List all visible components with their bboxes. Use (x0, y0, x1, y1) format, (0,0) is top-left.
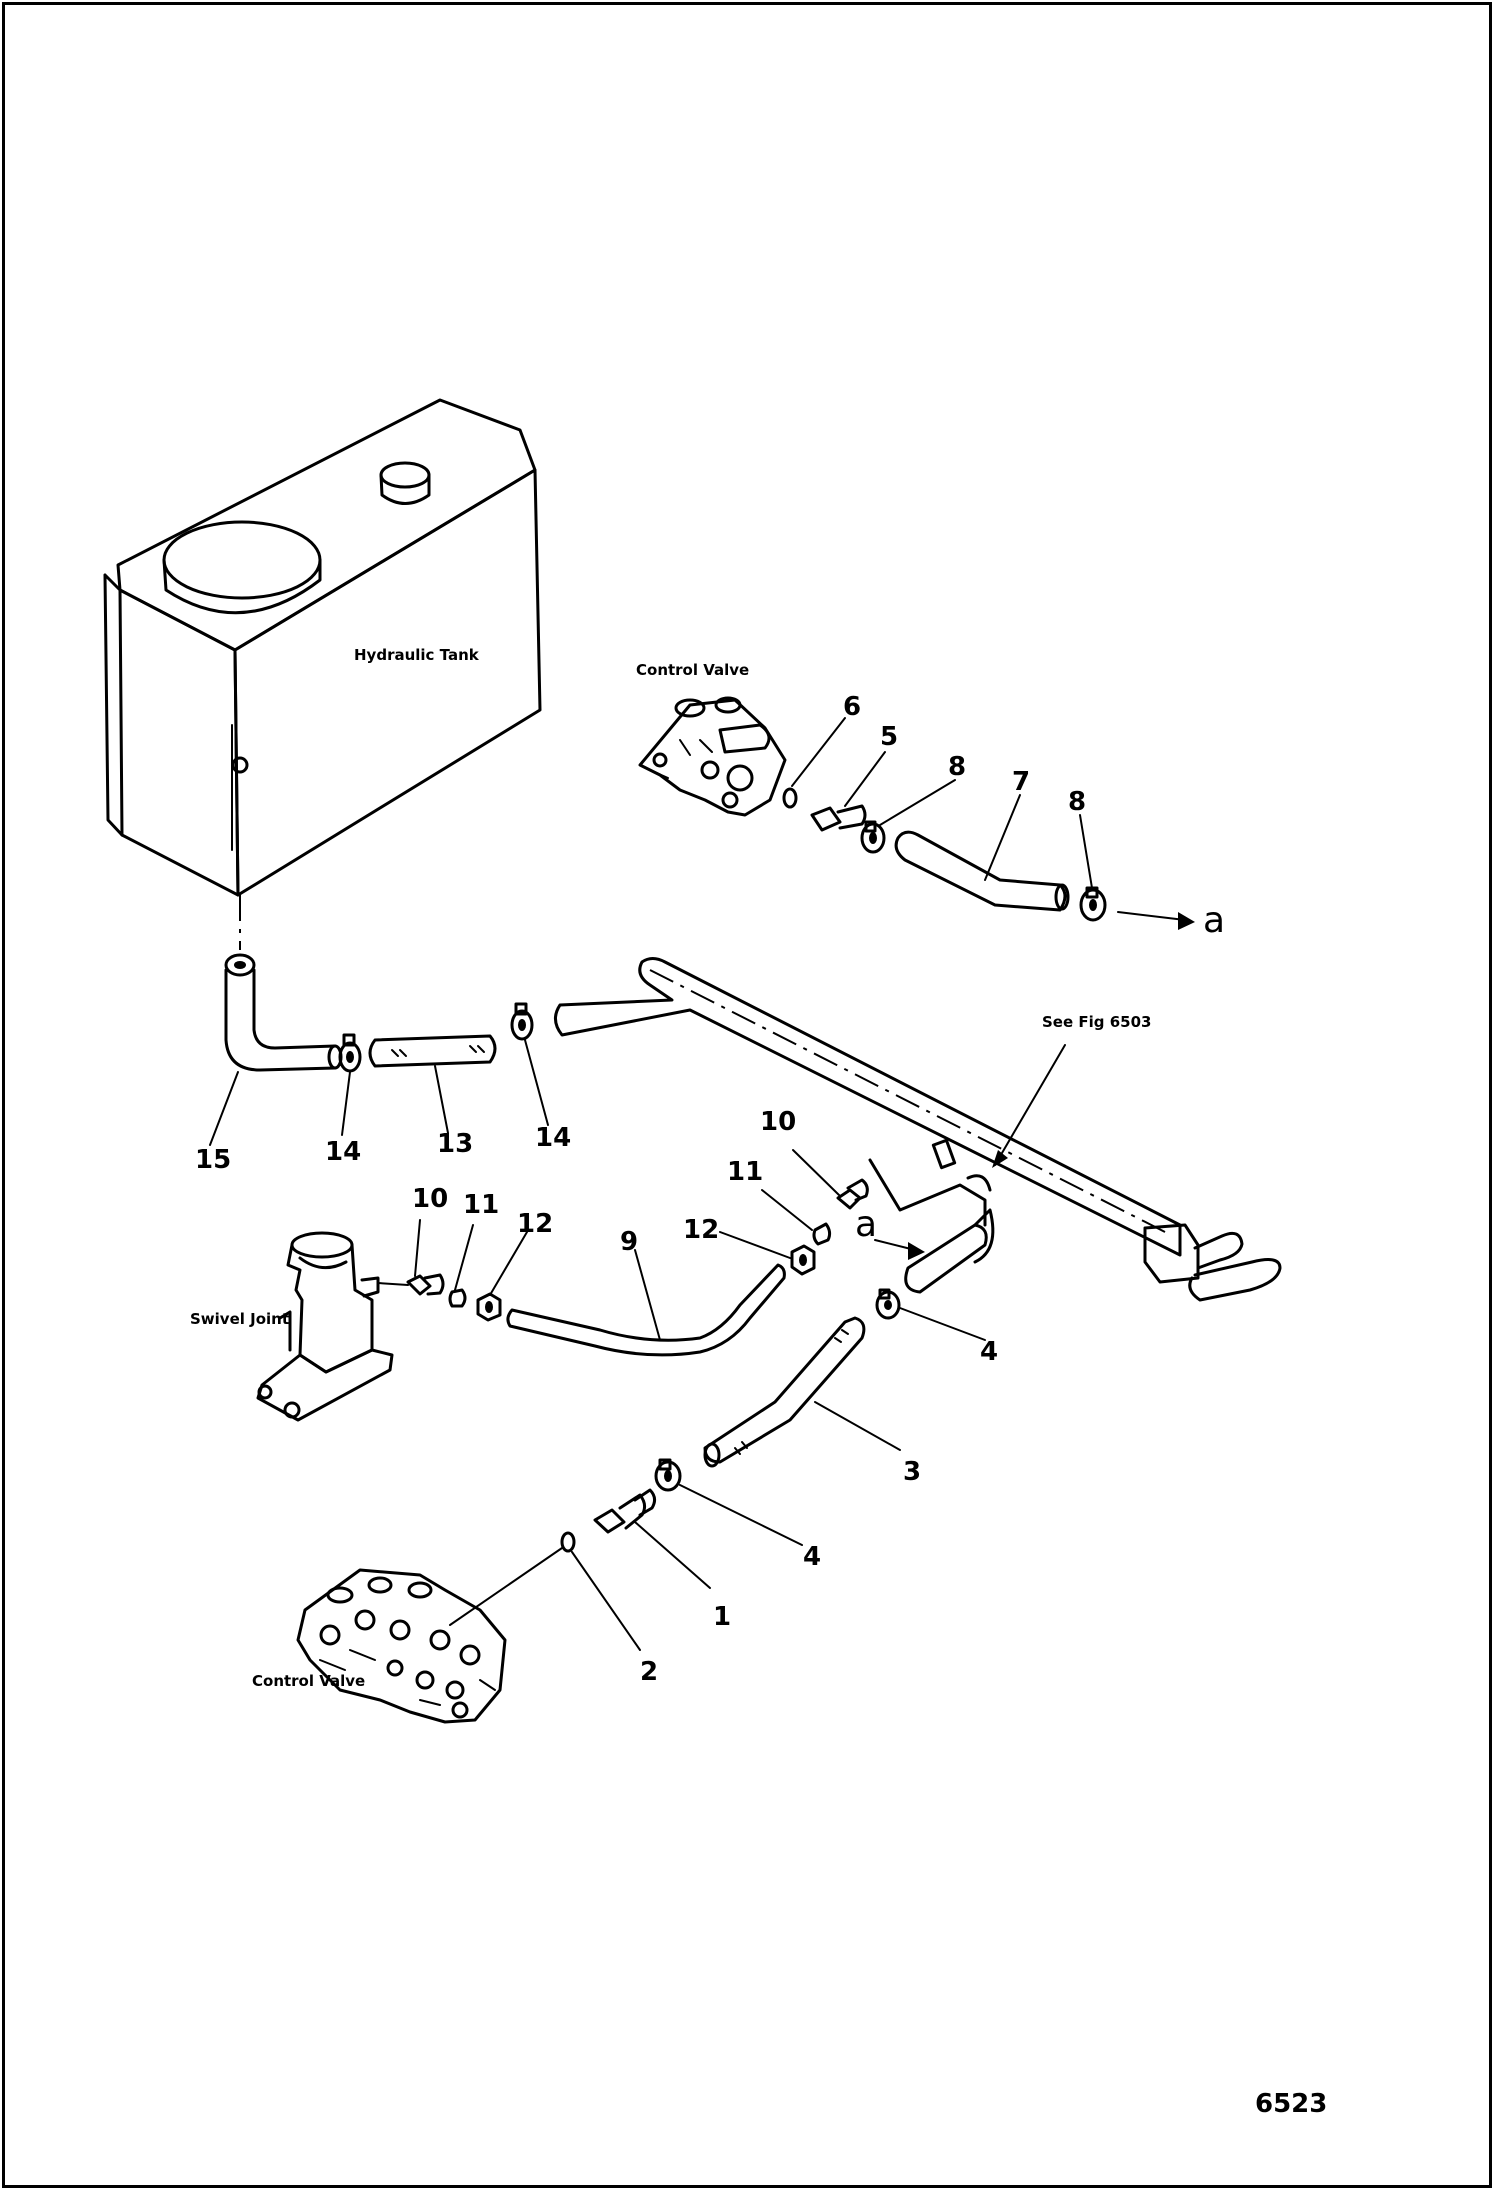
o-ring-6 (782, 787, 798, 809)
hydraulic-tank-label: Hydraulic Tank (354, 646, 480, 664)
control-valve-bottom (296, 1568, 507, 1724)
callout-15: 15 (195, 1145, 231, 1175)
callout-10-left: 10 (412, 1184, 448, 1214)
arrow-to-a-top (1117, 911, 1195, 930)
hydraulic-tank (103, 398, 542, 897)
fitting-10-right (836, 1178, 869, 1210)
hose-clamp-8-left (860, 820, 886, 854)
callout-4-lower: 4 (803, 1542, 821, 1572)
hose-clamp-4-lower (654, 1458, 682, 1492)
hose-clamp-14-left (338, 1033, 362, 1073)
callout-8-right: 8 (1068, 787, 1086, 817)
nut-12-left (476, 1292, 502, 1322)
hose-3 (703, 1316, 866, 1468)
connector-1 (593, 1488, 657, 1534)
callout-numbers: 6 5 8 7 8 15 14 13 14 10 11 12 9 10 11 1… (195, 692, 1086, 1687)
callout-5: 5 (880, 722, 898, 752)
elbow-pipe-15 (224, 953, 343, 1072)
callout-12-left: 12 (517, 1209, 553, 1239)
figure-number: 6523 (1255, 2089, 1327, 2119)
control-valve-bottom-label: Control Valve (252, 1672, 365, 1690)
callout-13: 13 (437, 1129, 473, 1159)
valve-port-line (449, 1547, 563, 1626)
leader-lines (209, 717, 1093, 1651)
callout-11-left: 11 (463, 1190, 499, 1220)
control-valve-top-label: Control Valve (636, 661, 749, 679)
fitting-10-left (377, 1273, 445, 1296)
hose-clamp-4-upper (875, 1288, 901, 1320)
callout-1: 1 (713, 1602, 731, 1632)
fitting-11-left (448, 1288, 467, 1308)
o-ring-2 (560, 1531, 576, 1553)
callout-3: 3 (903, 1457, 921, 1487)
control-valve-top (638, 696, 787, 817)
see-fig-label: See Fig 6503 (1042, 1013, 1151, 1031)
hose-7 (894, 830, 1070, 912)
nut-12-right (790, 1244, 816, 1276)
arrow-from-a-middle (874, 1239, 925, 1260)
callout-14-left: 14 (325, 1137, 361, 1167)
connector-5 (810, 804, 867, 832)
callout-7: 7 (1012, 767, 1030, 797)
swivel-joint-label: Swivel Joint (190, 1310, 289, 1328)
hose-clamp-8-right (1079, 886, 1107, 922)
callout-9: 9 (620, 1227, 638, 1257)
ref-a-top: a (1203, 900, 1225, 941)
callout-14-right: 14 (535, 1123, 571, 1153)
callout-4-upper: 4 (980, 1337, 998, 1367)
ref-a-middle: a (855, 1204, 877, 1245)
hose-13 (368, 1034, 497, 1068)
callout-10-right: 10 (760, 1107, 796, 1137)
hose-clamp-14-right (510, 1002, 534, 1041)
callout-8-left: 8 (948, 752, 966, 782)
return-pipe (554, 957, 1282, 1302)
callout-12-right: 12 (683, 1215, 719, 1245)
callout-6: 6 (843, 692, 861, 722)
callout-11-right: 11 (727, 1157, 763, 1187)
branch-hose-stub (904, 1208, 995, 1294)
swivel-joint (256, 1231, 394, 1422)
fitting-11-right (812, 1222, 832, 1246)
tube-9 (506, 1263, 786, 1357)
callout-2: 2 (640, 1657, 658, 1687)
